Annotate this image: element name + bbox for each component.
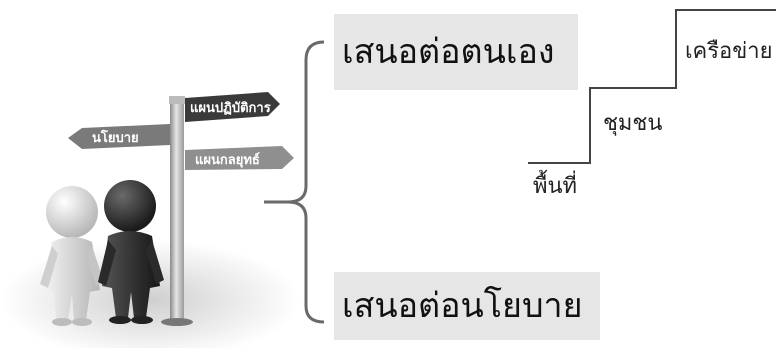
sign-top: แผนปฏิบัติการ — [185, 92, 280, 122]
step-label-area: พื้นที่ — [533, 174, 578, 199]
target-self-box: เสนอต่อตนเอง — [334, 14, 578, 90]
sign-left: นโยบาย — [68, 124, 170, 149]
target-self-label: เสนอต่อตนเอง — [342, 32, 555, 72]
staircase-line — [528, 9, 776, 164]
sign-right-label: แผนกลยุทธ์ — [195, 152, 260, 168]
sign-right: แผนกลยุทธ์ — [185, 146, 294, 170]
step-label-community: ชุมชน — [603, 111, 663, 136]
signpost-illustration: แผนปฏิบัติการ นโยบาย แผนกลยุทธ์ — [0, 92, 300, 348]
bracket — [264, 40, 324, 324]
white-figure — [40, 186, 104, 326]
dark-figure — [98, 180, 164, 324]
target-policy-box: เสนอต่อนโยบาย — [334, 272, 600, 340]
sign-top-label: แผนปฏิบัติการ — [190, 101, 271, 116]
target-policy-label: เสนอต่อนโยบาย — [342, 286, 583, 326]
step-label-network: เครือข่าย — [685, 39, 773, 64]
sign-left-label: นโยบาย — [92, 129, 139, 146]
signpost-base — [161, 318, 193, 326]
signpost-pole — [170, 100, 184, 322]
